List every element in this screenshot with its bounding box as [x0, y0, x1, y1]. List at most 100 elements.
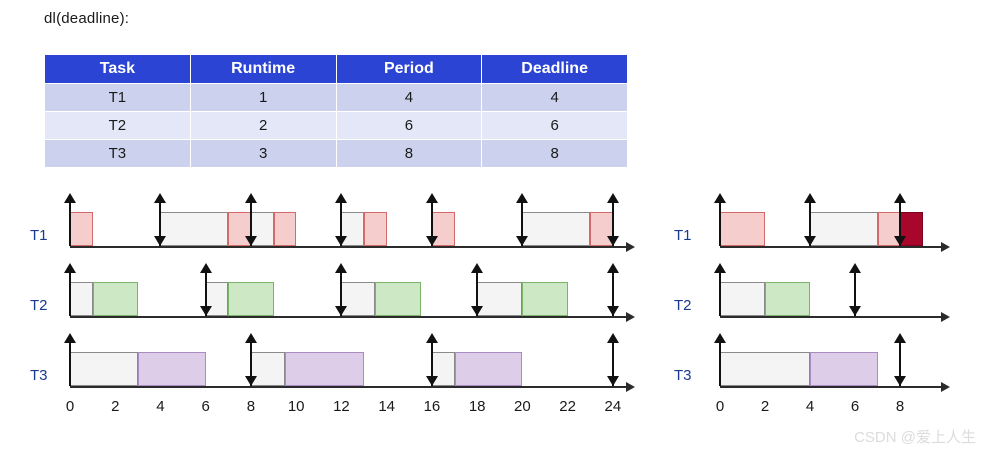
- deadline-arrow-icon: [894, 236, 906, 246]
- release-arrow-icon: [425, 333, 438, 343]
- schedule-block-task2: [92, 282, 138, 316]
- cell-task: T3: [44, 139, 191, 168]
- release-arrow-icon: [425, 193, 438, 203]
- schedule-block-task2: [375, 282, 421, 316]
- release-arrow-icon: [64, 263, 76, 273]
- schedule-block-task2: [228, 282, 274, 316]
- release-arrow-stem: [430, 202, 433, 246]
- x-axis-tick-label: 8: [895, 398, 905, 415]
- release-arrow-icon: [714, 263, 726, 273]
- release-arrow-icon: [849, 263, 861, 273]
- release-arrow-icon: [199, 263, 212, 273]
- release-arrow-stem: [611, 202, 614, 246]
- release-arrow-stem: [899, 342, 901, 386]
- release-arrow-icon: [64, 193, 76, 203]
- release-arrow-stem: [611, 272, 614, 316]
- table-header-row: Task Runtime Period Deadline: [44, 54, 628, 84]
- release-arrow-icon: [894, 193, 906, 203]
- release-arrow-stem: [340, 272, 343, 316]
- release-arrow-icon: [471, 263, 484, 273]
- release-arrow-stem: [69, 202, 71, 246]
- schedule-block-idle: [810, 212, 878, 246]
- release-arrow-stem: [719, 202, 721, 246]
- release-arrow-icon: [335, 193, 348, 203]
- deadline-arrow-icon: [606, 306, 619, 316]
- release-arrow-stem: [340, 202, 343, 246]
- release-arrow-stem: [430, 342, 433, 386]
- deadline-arrow-icon: [335, 236, 348, 246]
- column-header-runtime: Runtime: [189, 54, 337, 84]
- axis-arrow-icon: [940, 382, 950, 392]
- deadline-arrow-icon: [244, 376, 257, 386]
- axis-arrow-icon: [940, 312, 950, 322]
- deadline-arrow-icon: [804, 236, 816, 246]
- release-arrow-icon: [244, 193, 257, 203]
- schedule-block-task1: [364, 212, 387, 246]
- release-arrow-stem: [611, 342, 614, 386]
- schedule-block-idle: [720, 282, 765, 316]
- row-label-t3: T3: [30, 367, 48, 384]
- cell-period: 6: [335, 111, 483, 140]
- column-header-task: Task: [44, 54, 191, 84]
- deadline-arrow-icon: [199, 306, 212, 316]
- release-arrow-stem: [249, 202, 252, 246]
- x-axis-tick-label: 2: [111, 398, 120, 415]
- schedule-block-task3: [454, 352, 523, 386]
- x-axis-tick-label: 6: [850, 398, 860, 415]
- schedule-block-task1: [273, 212, 297, 246]
- schedule-block-task3: [284, 352, 365, 386]
- x-axis-tick-label: 14: [378, 398, 396, 415]
- deadline-arrow-icon: [606, 376, 619, 386]
- x-axis-tick-label: 20: [514, 398, 531, 415]
- cell-task: T1: [44, 83, 191, 112]
- row-label-t1: T1: [674, 227, 692, 244]
- axis-arrow-icon: [940, 242, 950, 252]
- release-arrow-icon: [714, 193, 726, 203]
- cell-runtime: 1: [189, 83, 337, 112]
- column-header-period: Period: [335, 54, 483, 84]
- release-arrow-icon: [335, 263, 348, 273]
- x-axis-tick-label: 12: [333, 398, 350, 415]
- table-row: T2 2 6 6: [44, 111, 628, 140]
- time-axis: [720, 246, 941, 248]
- cell-task: T2: [44, 111, 191, 140]
- schedule-block-idle: [720, 352, 810, 386]
- time-axis: [720, 316, 941, 318]
- time-axis: [720, 386, 941, 388]
- deadline-arrow-icon: [516, 236, 529, 246]
- schedule-block-idle: [160, 212, 229, 246]
- x-axis-tick-label: 18: [468, 398, 486, 415]
- time-axis: [70, 386, 627, 388]
- cell-runtime: 2: [189, 111, 337, 140]
- release-arrow-stem: [204, 272, 207, 316]
- cell-deadline: 4: [481, 83, 628, 112]
- schedule-block-idle: [522, 212, 591, 246]
- task-parameter-table: Task Runtime Period Deadline T1 1 4 4 T2…: [44, 54, 628, 168]
- release-arrow-icon: [714, 333, 726, 343]
- deadline-arrow-icon: [849, 306, 861, 316]
- axis-arrow-icon: [626, 242, 636, 252]
- row-label-t1: T1: [30, 227, 48, 244]
- release-arrow-stem: [159, 202, 162, 246]
- schedule-block-task2: [765, 282, 810, 316]
- release-arrow-stem: [719, 342, 721, 386]
- release-arrow-icon: [606, 333, 619, 343]
- schedule-block-task1: [70, 212, 93, 246]
- release-arrow-icon: [606, 193, 619, 203]
- deadline-arrow-icon: [244, 236, 257, 246]
- schedule-block-idle: [477, 282, 523, 316]
- deadline-arrow-icon: [471, 306, 484, 316]
- column-header-deadline: Deadline: [481, 54, 628, 84]
- deadline-arrow-icon: [335, 306, 348, 316]
- release-arrow-stem: [521, 202, 524, 246]
- time-axis: [70, 246, 627, 248]
- deadline-arrow-icon: [894, 376, 906, 386]
- release-arrow-stem: [476, 272, 479, 316]
- table-row: T3 3 8 8: [44, 139, 628, 168]
- row-label-t2: T2: [30, 297, 48, 314]
- table-row: T1 1 4 4: [44, 83, 628, 112]
- schedule-block-task3: [137, 352, 206, 386]
- time-axis: [70, 316, 627, 318]
